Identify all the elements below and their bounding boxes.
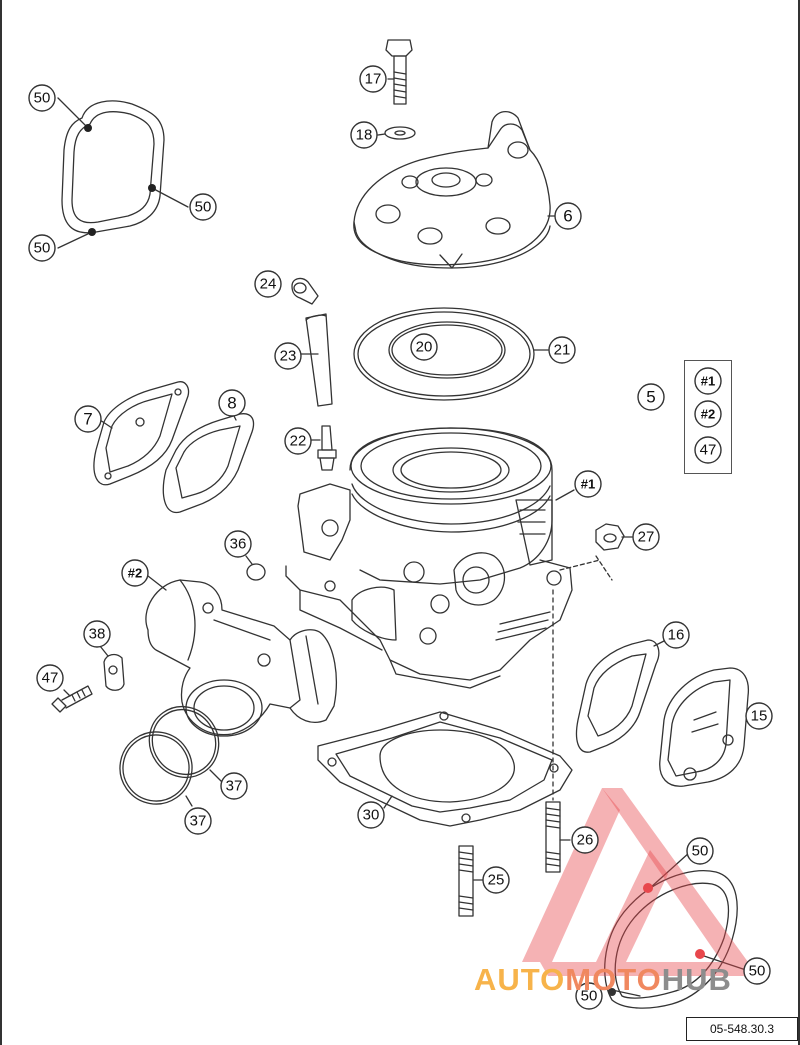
watermark-wordmark: AUTOMOTOHUB <box>474 962 794 1002</box>
marker-dot <box>84 124 92 132</box>
callout-47: 47 <box>42 670 59 687</box>
exhaust-cover-gasket <box>575 639 660 753</box>
exhaust-flange-gasket <box>93 381 190 486</box>
cylinder-stud-rear <box>545 801 561 873</box>
callout-50: 50 <box>581 988 598 1005</box>
callout-18: 18 <box>356 127 373 144</box>
callout-50: 50 <box>34 90 51 107</box>
callout-50: 50 <box>749 963 766 980</box>
cylinder-head-bolt <box>385 39 413 105</box>
watermark-hub: HUB <box>661 962 732 997</box>
callout-50: 50 <box>34 240 51 257</box>
washer <box>384 126 416 140</box>
exhaust-valve-cover-gasket <box>162 413 255 513</box>
callout-15: 15 <box>751 708 768 725</box>
kit-contents-box <box>684 360 732 474</box>
frame-right-border <box>798 0 800 1045</box>
marker-dot <box>608 988 616 996</box>
callout-37: 37 <box>226 778 243 795</box>
callout-50: 50 <box>692 843 709 860</box>
cylinder-nut <box>595 523 625 551</box>
callout-25: 25 <box>488 872 505 889</box>
intake-o-ring-outer <box>148 705 220 779</box>
cover-gasket-lower <box>604 870 738 1009</box>
watermark-auto: AUTO <box>474 962 566 997</box>
hose-nipple <box>317 425 337 471</box>
cylinder-head-o-ring-outer <box>353 307 535 401</box>
cylinder-base-gasket <box>317 711 573 827</box>
callout-23: 23 <box>280 348 297 365</box>
kit-item-1: #1 <box>701 374 715 389</box>
callout-27: 27 <box>638 529 655 546</box>
callout-26: 26 <box>577 832 594 849</box>
diagram-reference-code: 05-548.30.3 <box>686 1017 798 1041</box>
callout-6: 6 <box>563 207 572 226</box>
callout-38: 38 <box>89 626 106 643</box>
marker-dot <box>695 949 705 959</box>
callout-30: 30 <box>363 807 380 824</box>
intake-o-ring-inner <box>119 731 193 805</box>
cylinder-head <box>353 111 551 269</box>
coolant-hose <box>305 313 333 407</box>
callout-16: 16 <box>668 627 685 644</box>
frame-left-border <box>0 0 2 1045</box>
callout-7: 7 <box>83 410 92 429</box>
exhaust-control-cover <box>659 667 750 787</box>
cylinder-stud-front <box>458 845 474 917</box>
intake-plate <box>103 653 125 691</box>
kit-item-47: 47 <box>700 442 717 459</box>
callout-20: 20 <box>416 339 433 356</box>
kit-item-2: #2 <box>701 407 715 422</box>
callout-1: #1 <box>581 477 595 492</box>
callout-8: 8 <box>227 394 236 413</box>
marker-dot <box>148 184 156 192</box>
small-o-ring <box>246 563 266 581</box>
callout-36: 36 <box>230 536 247 553</box>
callout-22: 22 <box>290 433 307 450</box>
callout-17: 17 <box>365 71 382 88</box>
head-cover-gasket <box>61 100 165 234</box>
cylinder-head-o-ring-inner <box>388 321 506 379</box>
watermark-moto: MOTO <box>565 962 662 997</box>
callout-37: 37 <box>190 813 207 830</box>
coolant-hose-fitting <box>291 277 319 305</box>
intake-flange <box>145 579 337 737</box>
callout-21: 21 <box>554 342 571 359</box>
cylinder <box>285 427 573 689</box>
flange-screw <box>51 685 93 713</box>
callout-50: 50 <box>195 199 212 216</box>
marker-dot <box>88 228 96 236</box>
callout-24: 24 <box>260 276 277 293</box>
callout-5: 5 <box>646 388 655 407</box>
callout-2: #2 <box>128 566 142 581</box>
marker-dot <box>643 883 653 893</box>
